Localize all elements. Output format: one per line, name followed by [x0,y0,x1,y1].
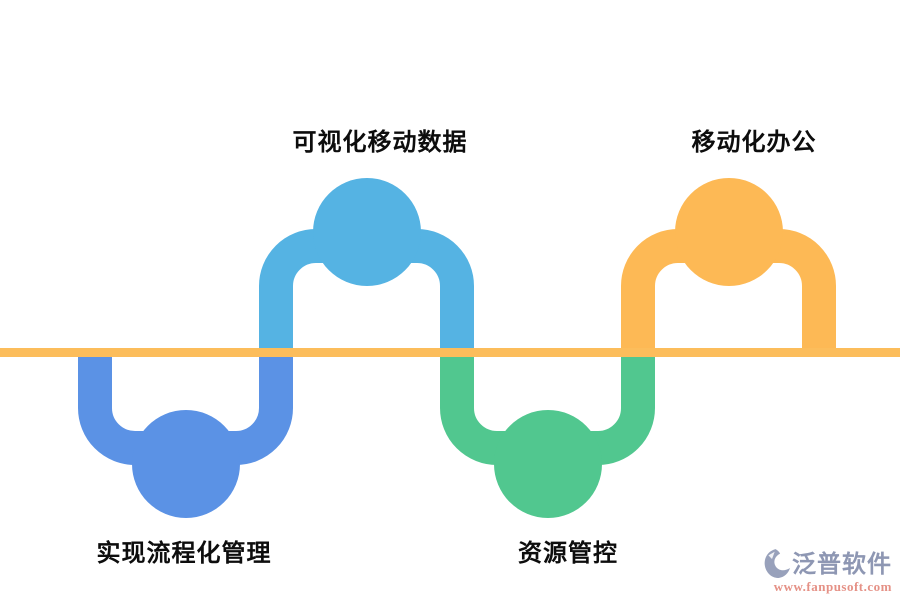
label-top-right: 移动化办公 [691,128,817,156]
node-circle-top-left [313,178,421,286]
node-circle-top-right [675,178,783,286]
watermark-url: www.fanpusoft.com [773,579,892,594]
label-bottom-left: 实现流程化管理 [96,539,272,567]
watermark: 泛普软件 www.fanpusoft.com [732,548,892,593]
fanpu-logo-icon [764,549,790,578]
label-bottom-center: 资源管控 [518,539,618,567]
node-circle-bottom-left [132,410,240,518]
node-circle-bottom-center [494,410,602,518]
label-top-left: 可视化移动数据 [292,128,468,156]
watermark-brand: 泛普软件 [792,549,892,578]
